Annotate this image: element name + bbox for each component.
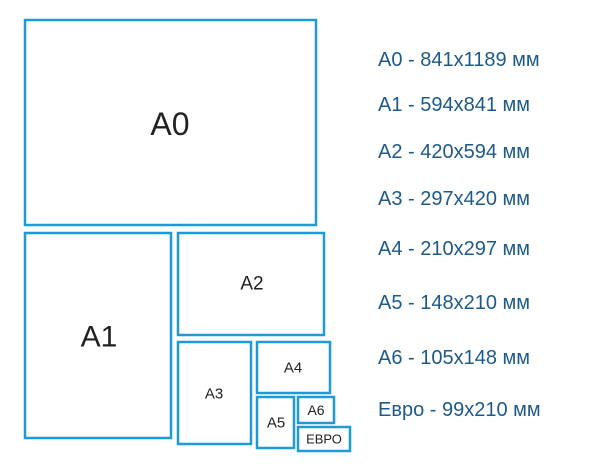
box-label-a2: A2: [240, 274, 263, 295]
box-a6: A6: [296, 395, 336, 425]
box-a4: A4: [255, 340, 332, 395]
box-euro: ЕВРО: [296, 425, 352, 453]
legend-a6: A6 - 105x148 мм: [378, 347, 530, 369]
dimensions-legend: A0 - 841x1189 мм A1 - 594x841 мм A2 - 42…: [378, 49, 541, 421]
box-label-euro: ЕВРО: [306, 432, 342, 447]
legend-a2: A2 - 420x594 мм: [378, 141, 530, 163]
box-label-a3: A3: [205, 386, 223, 403]
legend-a3: A3 - 297x420 мм: [378, 188, 530, 210]
legend-a0: A0 - 841x1189 мм: [378, 49, 540, 71]
legend-a5: A5 - 148x210 мм: [378, 292, 530, 314]
box-label-a1: A1: [81, 321, 118, 354]
box-label-a0: A0: [150, 106, 189, 142]
box-label-a5: A5: [267, 415, 285, 432]
box-a3: A3: [176, 340, 253, 446]
legend-a1: A1 - 594x841 мм: [378, 94, 530, 116]
box-a5: A5: [255, 395, 296, 450]
box-a0: A0: [23, 18, 318, 227]
box-label-a6: A6: [307, 402, 324, 418]
box-a1: A1: [23, 231, 173, 440]
legend-euro: Евро - 99x210 мм: [378, 399, 541, 421]
box-a2: A2: [176, 231, 326, 337]
box-label-a4: A4: [284, 360, 302, 377]
legend-a4: A4 - 210x297 мм: [378, 238, 530, 260]
